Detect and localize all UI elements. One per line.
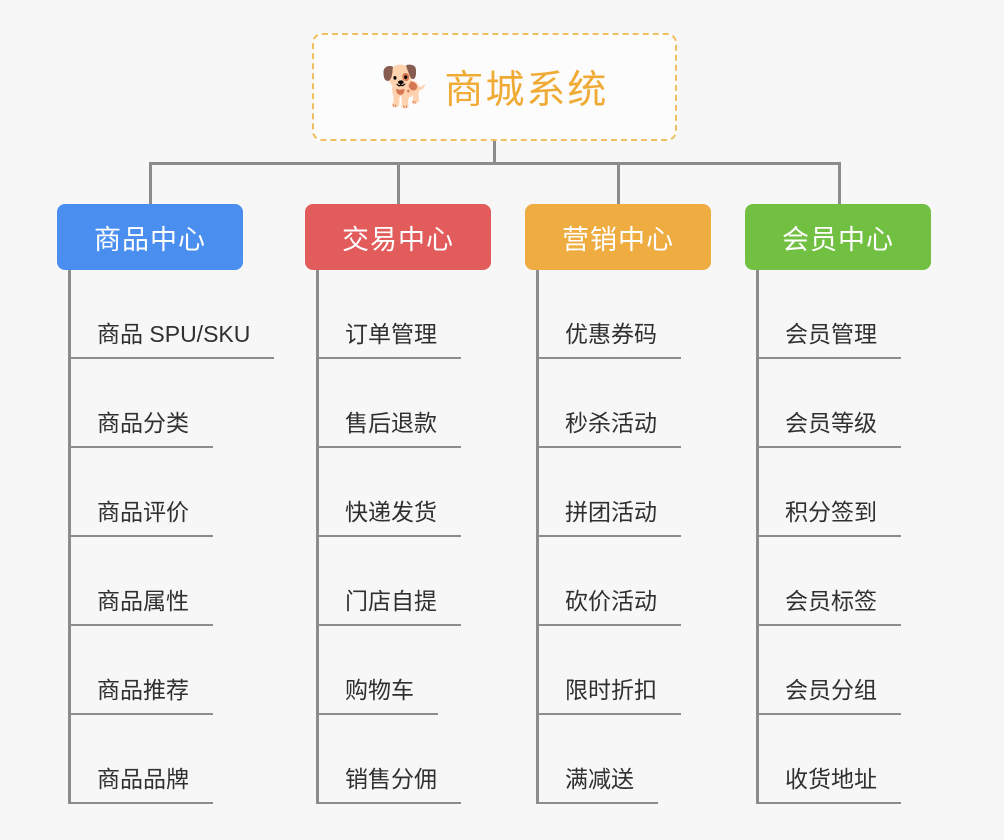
leaf-item[interactable]: 订单管理 xyxy=(305,270,491,359)
leaf-list-marketing-center: 优惠券码 秒杀活动 拼团活动 砍价活动 限时折扣 满减送 xyxy=(525,270,711,804)
leaf-item[interactable]: 积分签到 xyxy=(745,448,931,537)
leaf-label: 商品评价 xyxy=(68,501,213,537)
leaf-label: 订单管理 xyxy=(316,323,461,359)
leaf-label: 秒杀活动 xyxy=(536,412,681,448)
leaf-list-product-center: 商品 SPU/SKU 商品分类 商品评价 商品属性 商品推荐 商品品牌 xyxy=(57,270,275,804)
leaf-item[interactable]: 购物车 xyxy=(305,626,491,715)
leaf-item[interactable]: 商品推荐 xyxy=(57,626,274,715)
branch-header-label: 商品中心 xyxy=(94,224,206,255)
leaf-item[interactable]: 限时折扣 xyxy=(525,626,711,715)
leaf-list-trade-center: 订单管理 售后退款 快递发货 门店自提 购物车 销售分佣 xyxy=(305,270,491,804)
leaf-label: 商品推荐 xyxy=(68,679,213,715)
leaf-item[interactable]: 快递发货 xyxy=(305,448,491,537)
branch-header-member-center[interactable]: 会员中心 xyxy=(745,204,931,270)
leaf-item[interactable]: 会员分组 xyxy=(745,626,931,715)
leaf-label: 优惠券码 xyxy=(536,323,681,359)
leaf-item[interactable]: 商品 SPU/SKU xyxy=(57,270,275,359)
leaf-item[interactable]: 商品评价 xyxy=(57,448,274,537)
branch-header-label: 交易中心 xyxy=(342,224,454,255)
leaf-label: 商品分类 xyxy=(68,412,213,448)
leaf-item[interactable]: 会员管理 xyxy=(745,270,931,359)
branch-header-product-center[interactable]: 商品中心 xyxy=(57,204,243,270)
connector-drop-1 xyxy=(397,162,400,206)
leaf-label: 会员分组 xyxy=(756,679,901,715)
connector-root-stem xyxy=(493,141,496,165)
leaf-item[interactable]: 售后退款 xyxy=(305,359,491,448)
leaf-label: 收货地址 xyxy=(756,768,901,804)
leaf-item[interactable]: 商品分类 xyxy=(57,359,274,448)
leaf-label: 商品 SPU/SKU xyxy=(68,323,275,359)
leaf-item[interactable]: 拼团活动 xyxy=(525,448,711,537)
connector-drop-3 xyxy=(838,162,841,206)
leaf-item[interactable]: 优惠券码 xyxy=(525,270,711,359)
branch-trade-center: 交易中心 订单管理 售后退款 快递发货 门店自提 购物车 销售分佣 xyxy=(305,204,491,804)
leaf-item[interactable]: 会员等级 xyxy=(745,359,931,448)
branch-header-label: 会员中心 xyxy=(782,224,894,255)
leaf-item[interactable]: 满减送 xyxy=(525,715,711,804)
leaf-label: 商品属性 xyxy=(68,590,213,626)
leaf-item[interactable]: 商品属性 xyxy=(57,537,274,626)
leaf-label: 门店自提 xyxy=(316,590,461,626)
leaf-list-member-center: 会员管理 会员等级 积分签到 会员标签 会员分组 收货地址 xyxy=(745,270,931,804)
branch-product-center: 商品中心 商品 SPU/SKU 商品分类 商品评价 商品属性 商品推荐 商品品牌 xyxy=(57,204,275,804)
connector-horizontal-bus xyxy=(149,162,841,165)
connector-drop-2 xyxy=(617,162,620,206)
root-title: 商城系统 xyxy=(444,69,609,112)
leaf-label: 快递发货 xyxy=(316,501,461,537)
leaf-label: 售后退款 xyxy=(316,412,461,448)
leaf-label: 限时折扣 xyxy=(536,679,681,715)
leaf-item[interactable]: 会员标签 xyxy=(745,537,931,626)
leaf-label: 销售分佣 xyxy=(316,768,461,804)
leaf-label: 购物车 xyxy=(316,679,438,715)
shiba-dog-face-icon: 🐕 xyxy=(380,65,431,109)
leaf-item[interactable]: 商品品牌 xyxy=(57,715,274,804)
branch-member-center: 会员中心 会员管理 会员等级 积分签到 会员标签 会员分组 收货地址 xyxy=(745,204,931,804)
leaf-label: 商品品牌 xyxy=(68,768,213,804)
leaf-label: 会员等级 xyxy=(756,412,901,448)
leaf-label: 会员标签 xyxy=(756,590,901,626)
branch-header-marketing-center[interactable]: 营销中心 xyxy=(525,204,711,270)
leaf-label: 砍价活动 xyxy=(536,590,681,626)
root-node[interactable]: 🐕 商城系统 xyxy=(312,33,677,141)
leaf-label: 会员管理 xyxy=(756,323,901,359)
leaf-item[interactable]: 砍价活动 xyxy=(525,537,711,626)
branch-marketing-center: 营销中心 优惠券码 秒杀活动 拼团活动 砍价活动 限时折扣 满减送 xyxy=(525,204,711,804)
branch-header-label: 营销中心 xyxy=(562,224,674,255)
leaf-item[interactable]: 收货地址 xyxy=(745,715,931,804)
leaf-item[interactable]: 门店自提 xyxy=(305,537,491,626)
connector-drop-0 xyxy=(149,162,152,206)
leaf-item[interactable]: 销售分佣 xyxy=(305,715,491,804)
leaf-label: 拼团活动 xyxy=(536,501,681,537)
branch-header-trade-center[interactable]: 交易中心 xyxy=(305,204,491,270)
leaf-item[interactable]: 秒杀活动 xyxy=(525,359,711,448)
leaf-label: 满减送 xyxy=(536,768,658,804)
leaf-label: 积分签到 xyxy=(756,501,901,537)
